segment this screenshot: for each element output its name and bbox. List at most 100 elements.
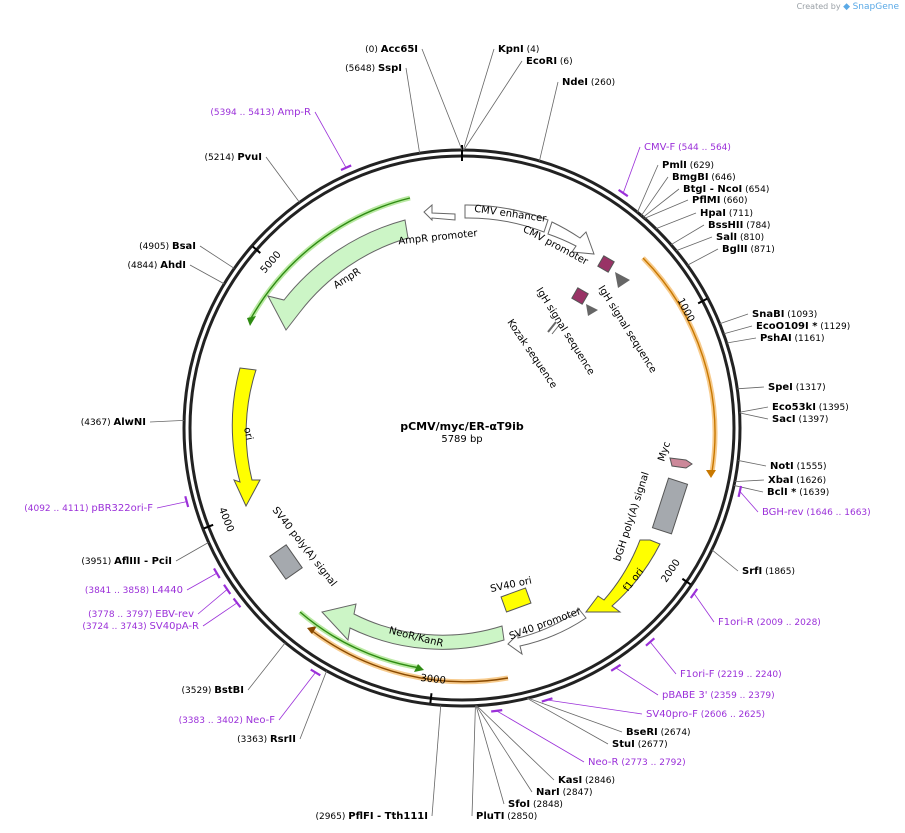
- primer-label[interactable]: (4092 .. 4111) pBR322ori-F: [24, 503, 153, 514]
- enzyme-label[interactable]: (4844) AhdI: [127, 260, 186, 271]
- enzyme-position: (4905): [139, 242, 172, 252]
- primer-bar: [184, 495, 190, 508]
- enzyme-label[interactable]: XbaI (1626): [768, 475, 826, 486]
- enzyme-label[interactable]: SfoI (2848): [508, 799, 563, 810]
- enzyme-label[interactable]: KasI (2846): [558, 775, 615, 786]
- enzyme-label[interactable]: SacI (1397): [772, 414, 828, 425]
- enzyme-leader: [471, 705, 476, 817]
- enzyme-leader: [719, 313, 749, 325]
- enzyme-label[interactable]: (5648) SspI: [345, 63, 402, 74]
- tick-label: 1000: [675, 296, 697, 324]
- feature-igh-signal-2-arrow: [586, 304, 598, 316]
- enzyme-label[interactable]: BclI * (1639): [767, 487, 829, 498]
- enzyme-label[interactable]: (3363) RsrII: [237, 734, 296, 745]
- primer-label[interactable]: (5394 .. 5413) Amp-R: [210, 107, 311, 118]
- enzyme-label[interactable]: HpaI (711): [700, 208, 753, 219]
- feature-neo-kanr: [321, 603, 505, 650]
- enzyme-label[interactable]: PluTI (2850): [476, 811, 537, 822]
- enzyme-position: (2848): [530, 800, 563, 810]
- enzyme-leader: [175, 542, 209, 562]
- enzyme-label[interactable]: SpeI (1317): [768, 382, 826, 393]
- snapgene-credit: Created by ◆ SnapGene: [797, 2, 899, 12]
- primer-leader: [197, 589, 228, 615]
- primer-label[interactable]: BGH-rev (1646 .. 1663): [762, 507, 871, 518]
- enzyme-label[interactable]: BmgBI (646): [672, 172, 736, 183]
- enzyme-label[interactable]: (0) Acc65I: [365, 44, 418, 55]
- primer-name: pBR322ori-F: [91, 503, 153, 514]
- enzyme-label[interactable]: (4905) BsaI: [139, 241, 196, 252]
- primer-label[interactable]: F1ori-F (2219 .. 2240): [680, 669, 782, 680]
- credit-prefix: Created by: [796, 2, 841, 11]
- primer-label[interactable]: SV40pro-F (2606 .. 2625): [646, 709, 765, 720]
- primer-name: F1ori-F: [680, 669, 715, 680]
- enzyme-label[interactable]: BtgI - NcoI (654): [683, 184, 769, 195]
- enzyme-name: BssHII: [708, 220, 743, 231]
- primer-bar: [491, 709, 503, 713]
- enzyme-leader: [737, 386, 765, 390]
- enzyme-leader: [637, 164, 659, 213]
- enzyme-label[interactable]: BssHII (784): [708, 220, 770, 231]
- enzyme-label[interactable]: SalI (810): [716, 232, 764, 243]
- primer-label[interactable]: F1ori-R (2009 .. 2028): [718, 617, 821, 628]
- primer-bar: [223, 584, 232, 595]
- credit-brand: SnapGene: [852, 2, 899, 12]
- enzyme-name: SnaBI: [752, 309, 784, 320]
- enzyme-label[interactable]: Eco53kI (1395): [772, 402, 849, 413]
- enzyme-position: (711): [726, 209, 753, 219]
- enzyme-name: SspI: [378, 63, 402, 74]
- enzyme-label[interactable]: SnaBI (1093): [752, 309, 817, 320]
- enzyme-position: (1129): [817, 322, 850, 332]
- enzyme-name: BclI *: [767, 487, 797, 498]
- enzyme-label[interactable]: (5214) PvuI: [205, 152, 262, 163]
- feature-sv40-polya: [269, 544, 303, 580]
- primer-label[interactable]: (3724 .. 3743) SV40pA-R: [82, 621, 199, 632]
- enzyme-leader: [726, 337, 757, 344]
- primer-range: (544 .. 564): [675, 143, 731, 153]
- enzyme-leader: [739, 406, 769, 413]
- primer-name: Neo-R: [588, 757, 619, 768]
- enzyme-label[interactable]: EcoO109I * (1129): [756, 321, 850, 332]
- enzyme-name: AhdI: [160, 260, 186, 271]
- enzyme-label[interactable]: PmlI (629): [662, 160, 714, 171]
- enzyme-label[interactable]: (3951) AflIII - PciI: [81, 556, 172, 567]
- enzyme-label[interactable]: NdeI (260): [562, 77, 615, 88]
- primer-label[interactable]: (3383 .. 3402) Neo-F: [179, 715, 276, 726]
- primer-label[interactable]: (3841 .. 3858) L4440: [85, 585, 183, 596]
- enzyme-label[interactable]: BseRI (2674): [626, 727, 691, 738]
- primer-leader: [202, 602, 238, 627]
- primer-label[interactable]: pBABE 3' (2359 .. 2379): [662, 690, 775, 701]
- enzyme-label[interactable]: BglII (871): [722, 244, 775, 255]
- primer-label[interactable]: Neo-R (2773 .. 2792): [588, 757, 686, 768]
- enzyme-leader: [405, 67, 421, 154]
- enzyme-position: (3529): [182, 686, 215, 696]
- primer-label[interactable]: CMV-F (544 .. 564): [644, 142, 731, 153]
- enzyme-label[interactable]: (4367) AlwNI: [81, 417, 146, 428]
- orf-arc-amp-core: [249, 197, 411, 321]
- enzyme-label[interactable]: (2965) PflFI - Tth111I: [315, 811, 428, 822]
- feature-igh-signal-2: [571, 287, 589, 305]
- enzyme-position: (654): [742, 185, 769, 195]
- enzyme-label[interactable]: EcoRI (6): [526, 56, 573, 67]
- label-sv40-polya: SV40 poly(A) signal: [270, 505, 339, 589]
- enzyme-name: PvuI: [237, 152, 262, 163]
- enzyme-leader: [463, 60, 523, 151]
- enzyme-label[interactable]: PshAI (1161): [760, 333, 824, 344]
- label-amp-promoter: AmpR promoter: [398, 228, 479, 247]
- enzyme-label[interactable]: (3529) BstBI: [182, 685, 245, 696]
- enzyme-label[interactable]: NotI (1555): [770, 461, 827, 472]
- primer-label[interactable]: (3778 .. 3797) EBV-rev: [88, 609, 194, 620]
- enzyme-label[interactable]: SrfI (1865): [742, 566, 795, 577]
- feature-bgh-polya: [651, 477, 689, 535]
- enzyme-label[interactable]: PflMI (660): [692, 195, 747, 206]
- primer-range: (2009 .. 2028): [754, 618, 821, 628]
- orf-arrowhead-2: [307, 626, 317, 634]
- enzyme-leader: [431, 705, 442, 817]
- enzyme-label[interactable]: NarI (2847): [536, 787, 593, 798]
- enzyme-label[interactable]: KpnI (4): [498, 44, 539, 55]
- primer-name: SV40pro-F: [646, 709, 698, 720]
- enzyme-label[interactable]: StuI (2677): [612, 739, 668, 750]
- feature-myc: [669, 457, 693, 469]
- enzyme-position: (1639): [796, 488, 829, 498]
- enzyme-leader: [527, 697, 623, 733]
- enzyme-position: (2674): [658, 728, 691, 738]
